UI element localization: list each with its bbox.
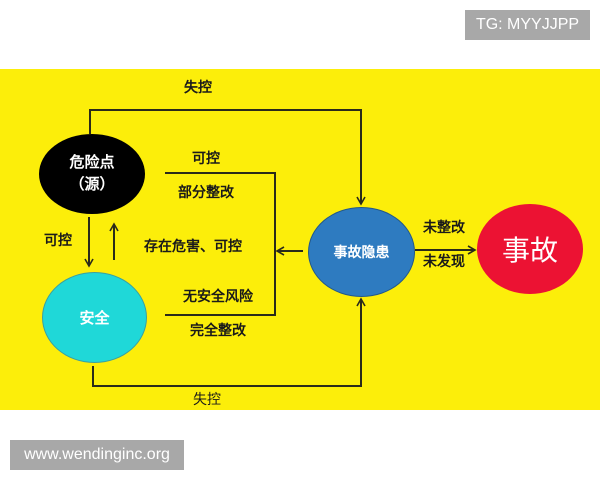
node-hidden-danger: 事故隐患 (308, 207, 415, 297)
connector-lines (84, 109, 477, 387)
label-top-lost-control: 失控 (184, 80, 212, 96)
node-accident: 事故 (477, 204, 583, 294)
label-lower-branch-top: 无安全风险 (183, 289, 253, 305)
label-lower-branch-bottom: 完全整改 (190, 323, 246, 339)
node-safe-label: 安全 (79, 309, 110, 327)
node-hidden-danger-label: 事故隐患 (333, 245, 390, 261)
label-upper-branch-bottom: 部分整改 (178, 185, 234, 201)
watermark-tg: TG: MYYJJPP (465, 10, 590, 40)
node-hazard-sublabel: （源） (69, 175, 115, 193)
node-hazard-source: 危险点 （源） (39, 134, 145, 214)
diagram-panel: 危险点 （源） 安全 事故隐患 事故 失控 可控 部分整改 可控 存在危害、可控… (0, 69, 600, 410)
node-hazard-label: 危险点 (69, 153, 115, 172)
label-upper-branch-top: 可控 (192, 151, 220, 167)
watermark-url: www.wendinginc.org (10, 440, 184, 470)
node-safe: 安全 (42, 272, 147, 363)
label-safe-to-hazard: 存在危害、可控 (144, 239, 242, 255)
label-hazard-to-safe: 可控 (44, 233, 72, 249)
label-to-accident-bottom: 未发现 (423, 254, 465, 270)
node-accident-label: 事故 (501, 234, 558, 267)
label-to-accident-top: 未整改 (423, 220, 465, 236)
label-bottom-lost-control: 失控 (193, 392, 221, 408)
